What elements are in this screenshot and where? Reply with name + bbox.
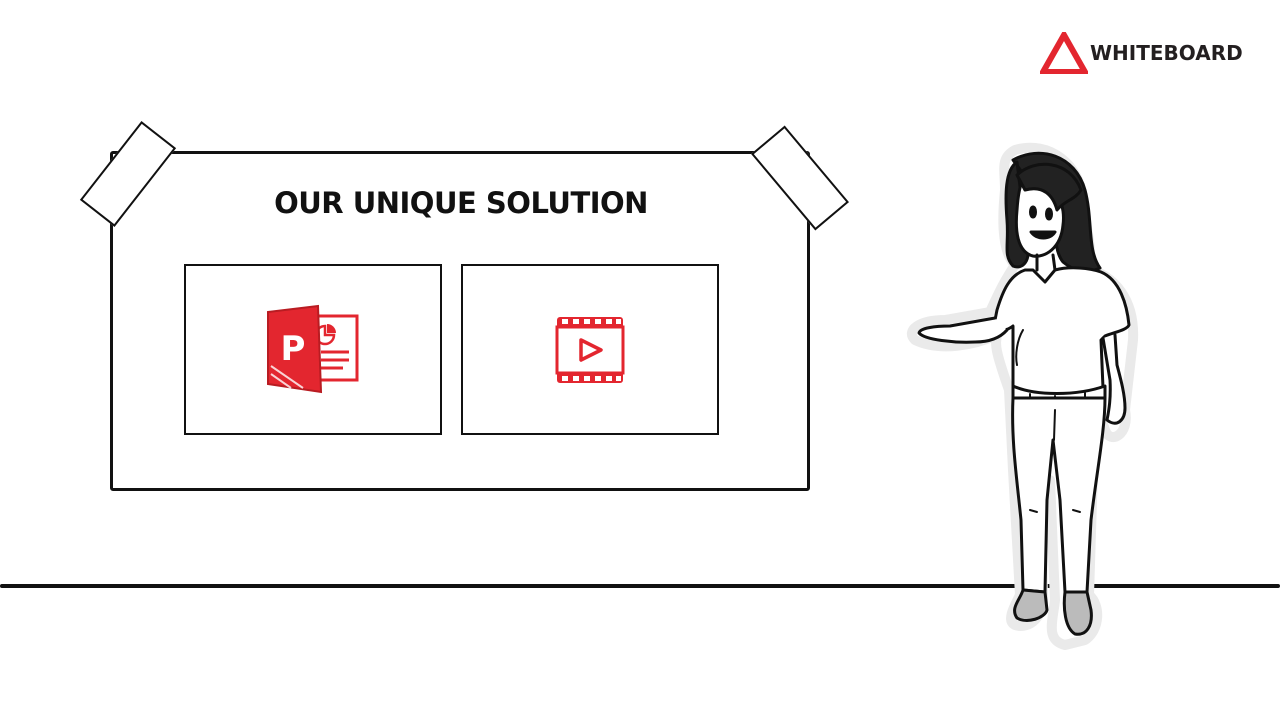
brand-name: WHITEBOARD xyxy=(1090,41,1243,65)
floor-line xyxy=(0,584,1280,588)
presenter-woman-illustration xyxy=(906,142,1139,650)
triangle-logo-icon xyxy=(1040,32,1088,74)
powerpoint-letter: P xyxy=(281,329,306,369)
powerpoint-icon: P xyxy=(267,304,359,393)
powerpoint-card: P xyxy=(184,264,442,435)
video-card xyxy=(461,264,719,435)
video-play-icon xyxy=(555,316,625,383)
brand-logo: WHITEBOARD xyxy=(1040,32,1243,74)
board-title: OUR UNIQUE SOLUTION xyxy=(274,186,648,220)
